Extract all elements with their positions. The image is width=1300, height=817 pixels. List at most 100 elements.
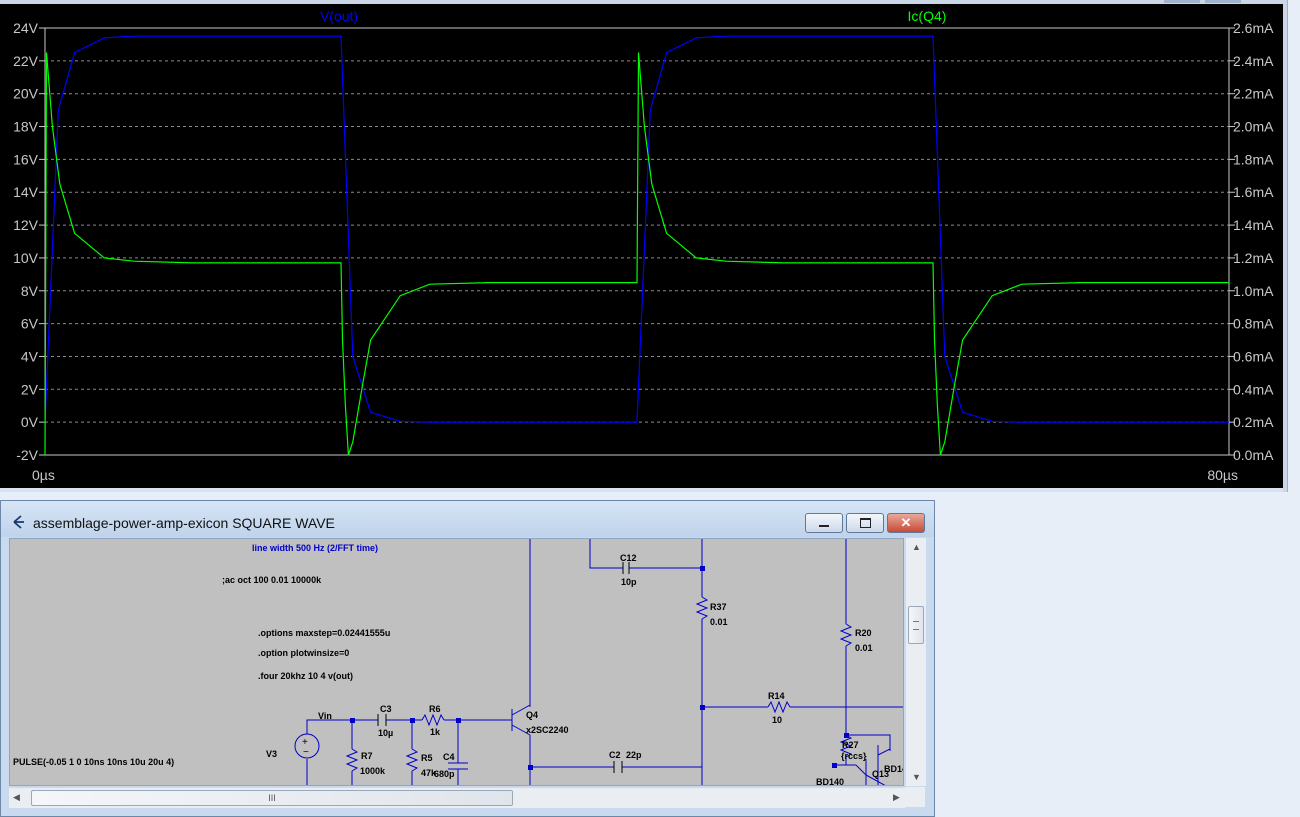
c2-label[interactable]: C2 [609,750,621,760]
scroll-left-arrow-icon[interactable]: ◀ [13,792,20,802]
left-axis-tick-label: 12V [13,217,39,233]
right-axis-tick-label: 0.4mA [1233,381,1274,397]
r37-value[interactable]: 0.01 [710,617,728,627]
viewer-mini-button[interactable] [1205,0,1241,3]
left-axis-tick-label: 2V [21,381,39,397]
v3-source-symbol[interactable]: + − [294,733,320,759]
r27-label[interactable]: R27 [842,740,859,750]
right-axis-tick-label: 1.4mA [1233,217,1274,233]
left-axis-tick-label: 18V [13,119,39,135]
right-axis-tick-label: 0.6mA [1233,348,1274,364]
left-axis-tick-label: 10V [13,250,39,266]
plot-frame [44,27,1230,456]
left-axis-tick-label: 24V [13,20,39,36]
v3-label[interactable]: V3 [266,749,277,759]
schematic-drawing[interactable]: + − line width 500 Hz (2/FFT time) ;ac o… [10,539,904,786]
trace-label-v-out[interactable]: V(out) [320,8,358,24]
r14-label[interactable]: R14 [768,691,785,701]
r5-value[interactable]: 47k [421,768,437,778]
minimize-icon [819,525,829,527]
r7-label[interactable]: R7 [361,751,373,761]
c3-label[interactable]: C3 [380,704,392,714]
vin-label[interactable]: Vin [318,711,332,721]
q4-label[interactable]: Q4 [526,710,538,720]
pulse-source-value[interactable]: PULSE(-0.05 1 0 10ns 10ns 10u 20u 4) [13,757,174,767]
right-axis-tick-label: 1.6mA [1233,184,1274,200]
minimize-button[interactable] [805,513,843,533]
right-axis-tick-label: 2.0mA [1233,119,1274,135]
maximize-button[interactable] [846,513,884,533]
r20-value[interactable]: 0.01 [855,643,873,653]
x-axis-start-label: 0µs [32,467,55,483]
right-axis-tick-label: 2.4mA [1233,53,1274,69]
c4-label[interactable]: C4 [443,752,455,762]
r37-label[interactable]: R37 [710,602,727,612]
left-axis-tick-label: 8V [21,283,39,299]
left-axis-tick-label: 14V [13,184,39,200]
c2-value[interactable]: 22p [626,750,642,760]
viewer-top-border [0,0,1287,4]
directive-ac[interactable]: ;ac oct 100 0.01 10000k [222,575,322,585]
trace-label-ic-q4[interactable]: Ic(Q4) [908,8,947,24]
r6-value[interactable]: 1k [430,727,441,737]
schematic-window-title: assemblage-power-amp-exicon SQUARE WAVE [33,515,335,531]
thumb-grip-icon [913,621,919,630]
left-axis-tick-label: 22V [13,53,39,69]
left-axis-tick-label: 16V [13,151,39,167]
right-axis-tick-label: 0.8mA [1233,316,1274,332]
svg-text:−: − [303,747,309,758]
right-axis-tick-label: 1.8mA [1233,151,1274,167]
r6-label[interactable]: R6 [429,704,441,714]
c12-value[interactable]: 10p [621,577,637,587]
directive-line-width[interactable]: line width 500 Hz (2/FFT time) [252,543,378,553]
right-axis-tick-label: 1.2mA [1233,250,1274,266]
c12-label[interactable]: C12 [620,553,637,563]
schematic-window: assemblage-power-amp-exicon SQUARE WAVE … [0,500,935,817]
vertical-scrollbar[interactable]: ▲ ▼ [905,538,926,786]
scroll-up-arrow-icon[interactable]: ▲ [912,542,921,552]
vertical-scroll-thumb[interactable] [908,606,924,644]
right-axis-tick-label: 2.6mA [1233,20,1274,36]
bd140-label-right[interactable]: BD140 [884,764,904,774]
trace-v-out [44,35,1229,423]
schematic-titlebar[interactable]: assemblage-power-amp-exicon SQUARE WAVE … [1,501,934,537]
junction-dots [350,566,849,770]
horizontal-scroll-thumb[interactable]: III [31,790,513,806]
left-axis-tick-label: 6V [21,316,39,332]
r7-value[interactable]: 1000k [360,766,386,776]
ltspice-app-icon [13,515,24,529]
schematic-canvas[interactable]: + − line width 500 Hz (2/FFT time) ;ac o… [9,538,904,786]
r20-label[interactable]: R20 [855,628,872,638]
viewer-mini-button[interactable] [1164,0,1200,3]
r27-value[interactable]: {rccs} [841,751,867,761]
close-button[interactable]: ✕ [887,513,925,533]
q4-model[interactable]: x2SC2240 [526,725,569,735]
right-axis-tick-label: 0.2mA [1233,414,1274,430]
left-axis-tick-label: 0V [21,414,39,430]
bd140-label-left[interactable]: BD140 [816,777,844,786]
plot-background [0,4,1283,488]
directive-plotwinsize[interactable]: .option plotwinsize=0 [258,648,349,658]
scroll-right-arrow-icon[interactable]: ▶ [893,792,900,802]
horizontal-scrollbar[interactable]: ◀ III ▶ [9,787,905,808]
viewer-right-border [1283,0,1287,492]
capacitor-plates [377,562,630,773]
svg-text:+: + [302,737,308,748]
left-axis-tick-label: 20V [13,86,39,102]
x-axis-end-label: 80µs [1207,467,1238,483]
schematic-wires [306,539,903,785]
c4-value[interactable]: 680p [434,769,455,779]
r5-label[interactable]: R5 [421,753,433,763]
c3-value[interactable]: 10µ [378,728,393,738]
r14-value[interactable]: 10 [772,715,782,725]
right-axis-tick-label: 1.0mA [1233,283,1274,299]
left-axis-tick-label: 4V [21,348,39,364]
q13-label[interactable]: Q13 [872,769,889,779]
scroll-corner [905,787,925,807]
directive-maxstep[interactable]: .options maxstep=0.02441555u [258,628,390,638]
scroll-down-arrow-icon[interactable]: ▼ [912,772,921,782]
directive-four[interactable]: .four 20khz 10 4 v(out) [258,671,353,681]
